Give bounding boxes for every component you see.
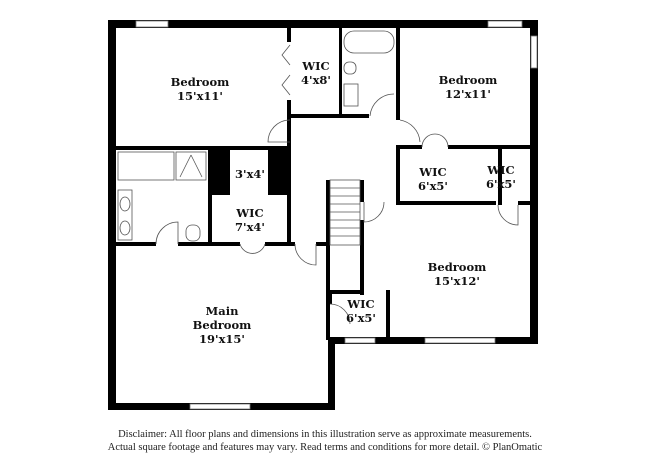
room-name: WIC (486, 163, 514, 177)
room-size: 15'x12' (434, 274, 480, 288)
room-size: 7'x4' (235, 220, 265, 234)
room-wic-5: WIC 6'x5' (346, 297, 376, 325)
room-size: 19'x15' (199, 332, 245, 346)
room-name-2: Bedroom (193, 318, 252, 332)
room-name: Main (206, 304, 240, 318)
windows (135, 20, 538, 410)
room-main-bedroom: Main Bedroom 19'x15' (193, 304, 252, 346)
room-closet: 3'x4' (235, 167, 265, 181)
room-wic-4: WIC 6'x5' (486, 163, 516, 191)
disclaimer-line-1: Disclaimer: All floor plans and dimensio… (118, 429, 532, 440)
room-bedroom-3: Bedroom 15'x12' (428, 260, 487, 288)
room-size: 6'x5' (346, 311, 376, 325)
room-bedroom-1: Bedroom 15'x11' (171, 75, 230, 103)
disclaimer-line-2: Actual square footage and features may v… (107, 442, 543, 453)
room-name: Bedroom (428, 260, 487, 274)
room-size: 6'x5' (418, 179, 448, 193)
room-wic-3: WIC 6'x5' (418, 165, 448, 193)
room-size: 4'x8' (301, 73, 331, 87)
room-size: 12'x11' (445, 87, 491, 101)
room-bedroom-2: Bedroom 12'x11' (439, 73, 498, 101)
room-wic-1: WIC 4'x8' (301, 59, 331, 87)
room-name: Bedroom (439, 73, 498, 87)
staircase[interactable] (329, 179, 361, 246)
room-name: WIC (301, 59, 329, 73)
room-name: Bedroom (171, 75, 230, 89)
room-size: 6'x5' (486, 177, 516, 191)
door-swings (155, 44, 519, 325)
room-size: 15'x11' (177, 89, 223, 103)
room-wic-2: WIC 7'x4' (235, 206, 265, 234)
interior-walls (116, 28, 534, 340)
bathroom-fixtures (117, 30, 395, 242)
room-name: WIC (346, 297, 374, 311)
room-size: 3'x4' (235, 167, 265, 181)
room-name: WIC (418, 165, 446, 179)
room-name: WIC (235, 206, 263, 220)
